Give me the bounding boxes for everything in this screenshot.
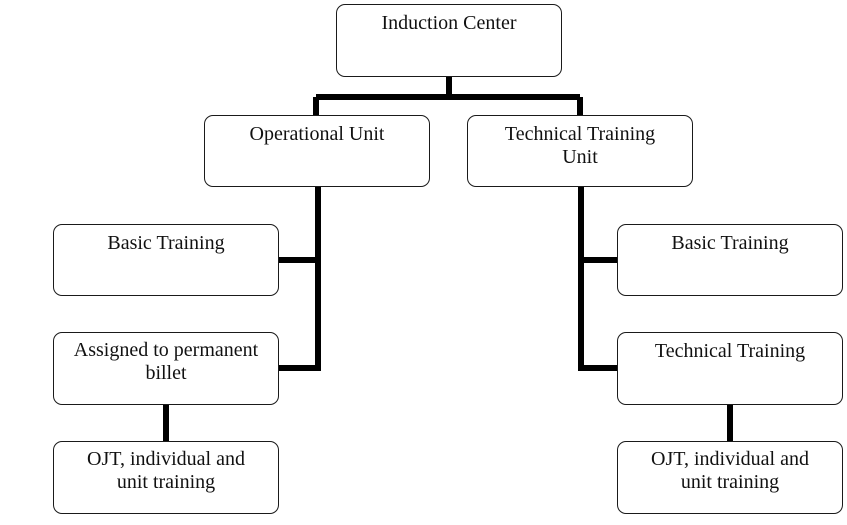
- node-label: Basic Training: [671, 232, 789, 254]
- node-label: Technical Training Unit: [504, 123, 656, 168]
- node-label: Assigned to permanent billet: [73, 339, 259, 384]
- connector-technical-trunk: [578, 187, 617, 371]
- node-ojt-right: OJT, individual and unit training: [617, 441, 843, 514]
- connector-operational-trunk: [279, 187, 321, 371]
- node-ojt-left: OJT, individual and unit training: [53, 441, 279, 514]
- node-label: Basic Training: [107, 232, 225, 254]
- node-basic-training-right: Basic Training: [617, 224, 843, 296]
- node-technical-training: Technical Training: [617, 332, 843, 405]
- node-label: Technical Training: [654, 340, 806, 362]
- node-label: Induction Center: [381, 12, 517, 34]
- node-basic-training-left: Basic Training: [53, 224, 279, 296]
- node-assigned-permanent-billet: Assigned to permanent billet: [53, 332, 279, 405]
- node-label: OJT, individual and unit training: [87, 448, 245, 493]
- node-technical-training-unit: Technical Training Unit: [467, 115, 693, 187]
- node-operational-unit: Operational Unit: [204, 115, 430, 187]
- node-induction-center: Induction Center: [336, 4, 562, 77]
- node-label: OJT, individual and unit training: [651, 448, 809, 493]
- node-label: Operational Unit: [249, 123, 385, 145]
